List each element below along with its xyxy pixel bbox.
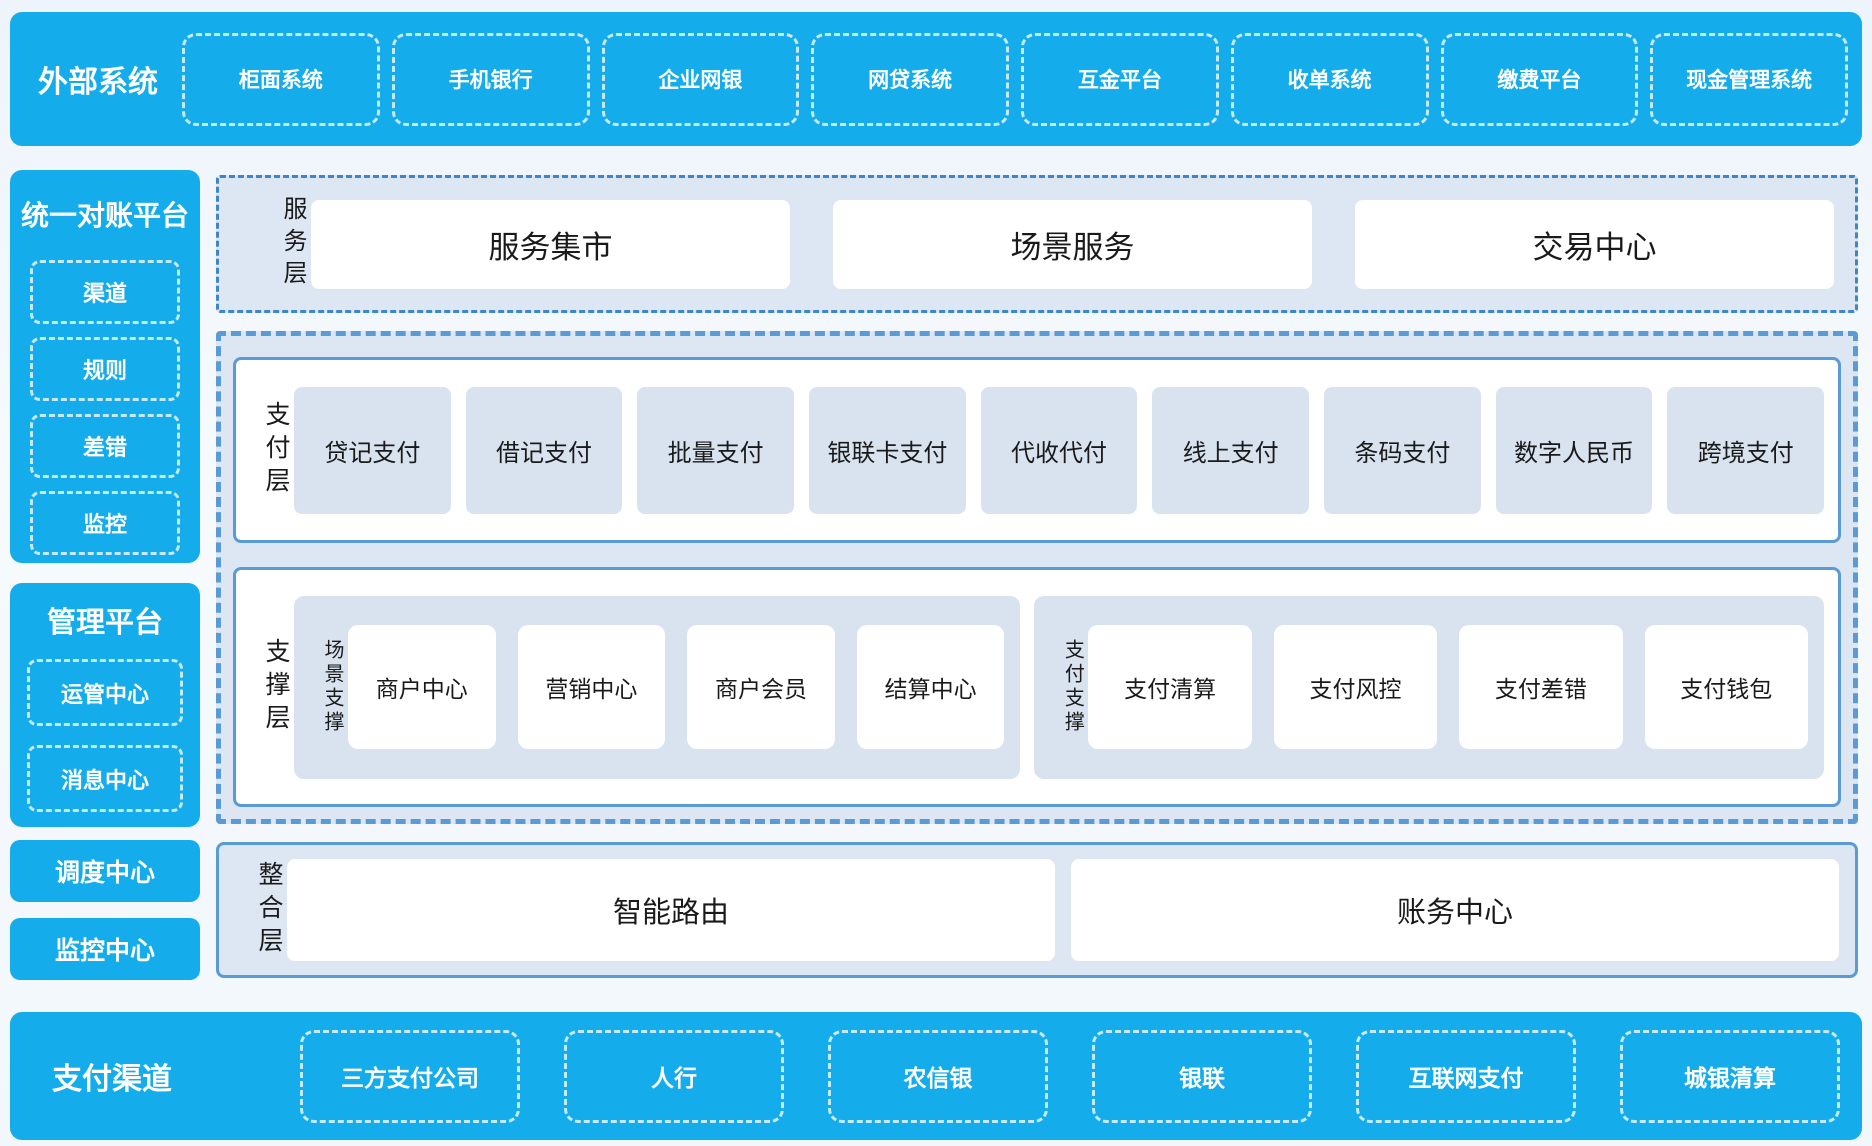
payment-item: 借记支付 [465, 386, 623, 514]
external-system-chip: 网贷系统 [811, 32, 1009, 126]
integration-item: 账务中心 [1071, 859, 1839, 961]
reconciliation-platform-panel: 统一对账平台 渠道 规则 差错 监控 [10, 170, 200, 563]
external-systems-chip-row: 柜面系统 手机银行 企业网银 网贷系统 互金平台 收单系统 缴费平台 现金管理系… [182, 32, 1848, 126]
service-layer-items: 服务集市 场景服务 交易中心 [311, 199, 1834, 289]
external-systems-title: 外部系统 [38, 65, 158, 100]
service-item: 交易中心 [1355, 199, 1834, 289]
reconciliation-platform-title: 统一对账平台 [20, 199, 189, 232]
payment-item: 线上支付 [1152, 386, 1310, 514]
scene-support-group: 场景支撑 商户中心 营销中心 商户会员 结算中心 [294, 595, 1021, 779]
reconciliation-item: 渠道 [30, 260, 180, 324]
management-platform-title: 管理平台 [46, 605, 163, 639]
external-systems-bar: 外部系统 柜面系统 手机银行 企业网银 网贷系统 互金平台 收单系统 缴费平台 … [10, 12, 1862, 146]
support-layer: 支撑层 场景支撑 商户中心 营销中心 商户会员 结算中心 支付支撑 支付清算 支… [233, 567, 1841, 807]
monitor-center-block: 监控中心 [10, 918, 200, 980]
payment-channel-chip: 城银清算 [1620, 1029, 1840, 1123]
external-system-chip: 柜面系统 [182, 32, 380, 126]
service-layer-label: 服务层 [279, 196, 307, 292]
support-item: 结算中心 [856, 625, 1005, 749]
integration-layer: 整合层 智能路由 账务中心 [216, 842, 1858, 978]
external-system-chip: 现金管理系统 [1650, 32, 1848, 126]
integration-layer-label: 整合层 [255, 860, 284, 960]
support-item: 商户会员 [687, 625, 835, 749]
payment-channels-chip-row: 三方支付公司 人行 农信银 银联 互联网支付 城银清算 [300, 1029, 1840, 1123]
integration-item: 智能路由 [287, 859, 1055, 961]
external-system-chip: 企业网银 [601, 32, 800, 126]
payment-item: 代收代付 [980, 386, 1138, 514]
payment-item: 批量支付 [637, 386, 795, 514]
payment-channel-chip: 人行 [564, 1029, 784, 1123]
management-item: 运管中心 [27, 659, 183, 726]
scene-support-items: 商户中心 营销中心 商户会员 结算中心 [348, 625, 1005, 749]
support-item: 商户中心 [348, 625, 496, 749]
payment-item: 银联卡支付 [809, 386, 966, 514]
management-platform-panel: 管理平台 运管中心 消息中心 [10, 583, 200, 827]
payment-item: 贷记支付 [294, 386, 451, 514]
service-layer: 服务层 服务集市 场景服务 交易中心 [216, 175, 1858, 313]
payment-support-items: 支付清算 支付风控 支付差错 支付钱包 [1088, 625, 1808, 749]
payment-channel-chip: 农信银 [828, 1029, 1048, 1123]
scene-support-label: 场景支撑 [321, 639, 345, 735]
reconciliation-item: 规则 [30, 337, 180, 401]
support-item: 支付钱包 [1644, 625, 1808, 749]
support-layer-label: 支撑层 [262, 637, 291, 737]
payment-channel-chip: 互联网支付 [1356, 1029, 1576, 1123]
payment-support-group: 支付支撑 支付清算 支付风控 支付差错 支付钱包 [1034, 595, 1824, 779]
support-item: 支付差错 [1459, 625, 1623, 749]
dispatch-center-block: 调度中心 [10, 840, 200, 902]
payment-channel-chip: 三方支付公司 [300, 1029, 520, 1123]
integration-layer-items: 智能路由 账务中心 [287, 859, 1839, 961]
payment-layer: 支付层 贷记支付 借记支付 批量支付 银联卡支付 代收代付 线上支付 条码支付 … [233, 357, 1841, 543]
payment-channels-title: 支付渠道 [52, 1062, 172, 1097]
support-item: 营销中心 [517, 625, 666, 749]
external-system-chip: 缴费平台 [1440, 32, 1639, 126]
support-layer-groups: 场景支撑 商户中心 营销中心 商户会员 结算中心 支付支撑 支付清算 支付风控 … [294, 595, 1824, 779]
service-item: 场景服务 [833, 199, 1312, 289]
core-layers-container: 支付层 贷记支付 借记支付 批量支付 银联卡支付 代收代付 线上支付 条码支付 … [216, 331, 1858, 824]
payment-item: 跨境支付 [1667, 386, 1825, 514]
payment-support-label: 支付支撑 [1061, 639, 1086, 735]
service-item: 服务集市 [311, 199, 790, 289]
payment-layer-items: 贷记支付 借记支付 批量支付 银联卡支付 代收代付 线上支付 条码支付 数字人民… [294, 386, 1825, 514]
external-system-chip: 手机银行 [391, 32, 590, 126]
external-system-chip: 互金平台 [1021, 32, 1219, 126]
payment-item: 条码支付 [1324, 386, 1481, 514]
support-item: 支付清算 [1088, 625, 1252, 749]
reconciliation-item-list: 渠道 规则 差错 监控 [30, 260, 180, 555]
payment-channel-chip: 银联 [1092, 1029, 1312, 1123]
support-item: 支付风控 [1273, 625, 1438, 749]
reconciliation-item: 监控 [30, 491, 180, 555]
payment-layer-label: 支付层 [262, 400, 291, 500]
payment-channels-bar: 支付渠道 三方支付公司 人行 农信银 银联 互联网支付 城银清算 [10, 1012, 1862, 1140]
management-item-list: 运管中心 消息中心 [27, 659, 183, 812]
payment-item: 数字人民币 [1495, 386, 1653, 514]
reconciliation-item: 差错 [30, 414, 180, 478]
external-system-chip: 收单系统 [1230, 32, 1429, 126]
management-item: 消息中心 [27, 745, 183, 812]
